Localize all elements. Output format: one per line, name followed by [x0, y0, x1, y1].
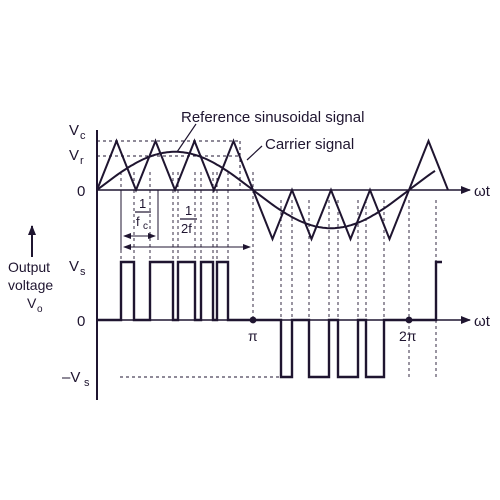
carrier-leader	[246, 145, 263, 161]
output-label-line3: V	[27, 295, 37, 311]
neg-vs-sub: s	[84, 377, 90, 389]
carrier-triangle-wave	[96, 138, 449, 242]
vr-label: V	[69, 147, 79, 164]
two-f-numerator: 1	[185, 203, 192, 218]
reference-leader	[176, 123, 197, 153]
output-label-line2: voltage	[8, 277, 53, 293]
vc-label: V	[69, 122, 79, 139]
pwm-output-waveform	[97, 260, 442, 379]
two-pi-label: 2π	[399, 328, 417, 344]
reference-sine-wave	[96, 150, 436, 230]
output-label-line1: Output	[8, 259, 50, 275]
two-f-denominator: 2f	[181, 221, 192, 236]
vs-label: V	[69, 258, 79, 275]
projection-lines	[120, 172, 437, 377]
vs-sub: s	[80, 266, 86, 278]
zero-bottom-label: 0	[77, 313, 85, 330]
zero-top-label: 0	[77, 183, 85, 200]
output-label-line3-sub: o	[37, 304, 43, 315]
reference-label: Reference sinusoidal signal	[181, 109, 364, 126]
neg-vs-label: –V	[62, 369, 80, 386]
wt-top-label: ωt	[474, 183, 491, 200]
fc-numerator: 1	[139, 196, 146, 211]
two-pi-dot	[405, 316, 413, 324]
pi-label: π	[248, 328, 258, 344]
vc-sub: c	[80, 130, 86, 142]
fc-denominator-sub: c	[143, 221, 148, 232]
pi-dot	[249, 316, 257, 324]
wt-bottom-label: ωt	[474, 313, 491, 330]
carrier-label: Carrier signal	[265, 136, 354, 153]
fc-denominator: f	[136, 214, 140, 229]
vr-sub: r	[80, 155, 84, 167]
